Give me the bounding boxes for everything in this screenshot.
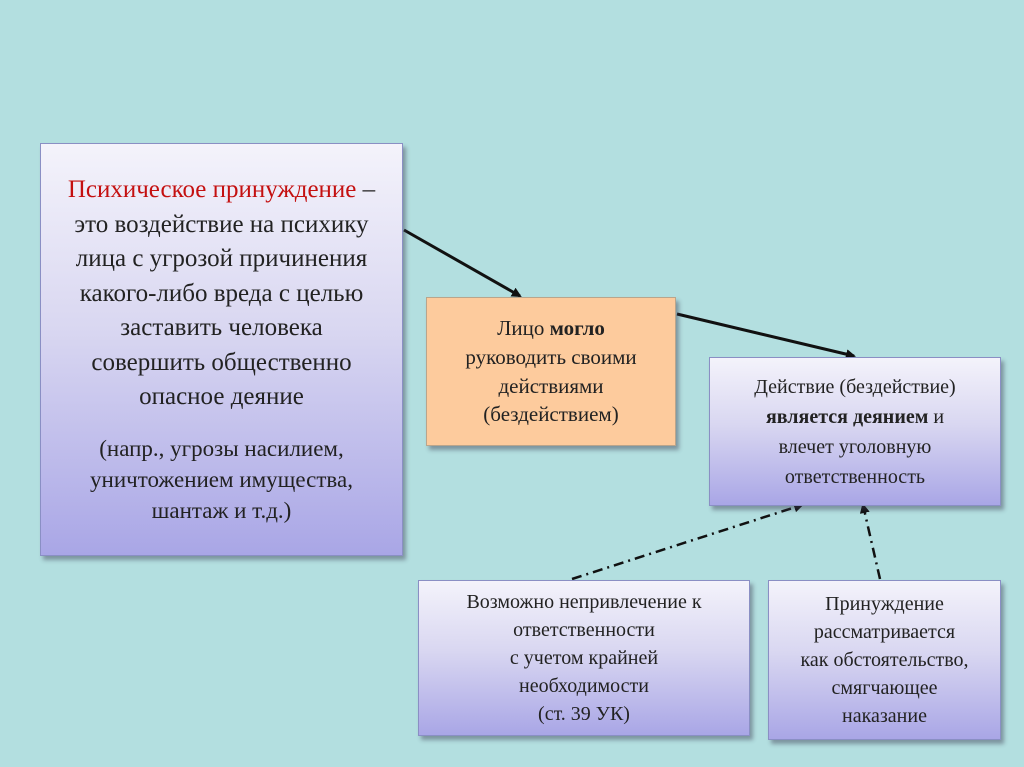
arrow-mitigating-to-act <box>859 503 882 580</box>
box-necessity-line: необходимости <box>518 675 649 697</box>
arrow-could-to-act <box>676 312 856 360</box>
box-could-line: действиями <box>498 373 604 398</box>
box-mitigating-line: рассматривается <box>813 621 956 643</box>
box-mitigating-line: как обстоятельство, <box>800 649 969 671</box>
box-necessity-line: Возможно непривлечение к <box>466 591 702 613</box>
box-main-note-line: шантаж и т.д.) <box>151 497 292 523</box>
box-main-note-line: уничтожением имущества, <box>90 466 353 492</box>
box-act-line1: Действие (бездействие) <box>754 375 956 398</box>
box-could-line: руководить своими <box>465 344 637 369</box>
arrow-necessity-to-act <box>571 502 804 581</box>
box-could-line1-pre: Лицо <box>497 316 550 341</box>
arrow-main-to-could <box>403 228 522 298</box>
box-act-line2-post: и <box>928 405 945 428</box>
box-could-line1-bold: могло <box>549 316 605 341</box>
box-mitigating-line: Принуждение <box>825 593 944 615</box>
box-mitigating-circumstance: Принуждение рассматривается как обстояте… <box>768 580 1001 740</box>
box-necessity-line: ответственности <box>513 619 655 641</box>
box-main-dash: – <box>356 176 376 204</box>
box-mitigating-line: наказание <box>842 705 927 727</box>
box-necessity-line: (ст. 39 УК) <box>538 703 630 725</box>
box-act-line: ответственность <box>784 465 926 488</box>
box-act-line: влечет уголовную <box>778 435 932 458</box>
box-main-line: это воздействие на психику <box>74 210 369 238</box>
box-could-control: Лицо могло руководить своими действиями … <box>426 297 676 446</box>
box-main-title: Психическое принуждение <box>67 176 357 204</box>
box-could-line: (бездействием) <box>483 402 619 427</box>
box-act-line2-bold: является деянием <box>765 405 929 428</box>
box-extreme-necessity: Возможно непривлечение к ответственности… <box>418 580 750 736</box>
box-main-title-line: Психическое принуждение – <box>47 173 396 208</box>
box-main-note: (напр., угрозы насилием, уничтожением им… <box>47 433 396 526</box>
box-act-is-deed: Действие (бездействие) является деянием … <box>709 357 1001 506</box>
box-main-line: какого-либо вреда с целью <box>79 279 364 307</box>
box-main-line: лица с угрозой причинения <box>75 245 368 273</box>
box-main-line: совершить общественно <box>91 348 352 376</box>
box-necessity-line: с учетом крайней <box>509 647 659 669</box>
box-main-line: заставить человека <box>120 314 323 342</box>
box-main-note-line: (напр., угрозы насилием, <box>99 435 344 461</box>
box-mitigating-line: смягчающее <box>831 677 938 699</box>
box-main-line: опасное деяние <box>139 383 304 411</box>
box-could-line1: Лицо могло <box>427 314 675 343</box>
box-act-line2: является деянием и <box>710 402 1000 432</box>
box-psychic-coercion: Психическое принуждение – это воздействи… <box>40 143 403 556</box>
